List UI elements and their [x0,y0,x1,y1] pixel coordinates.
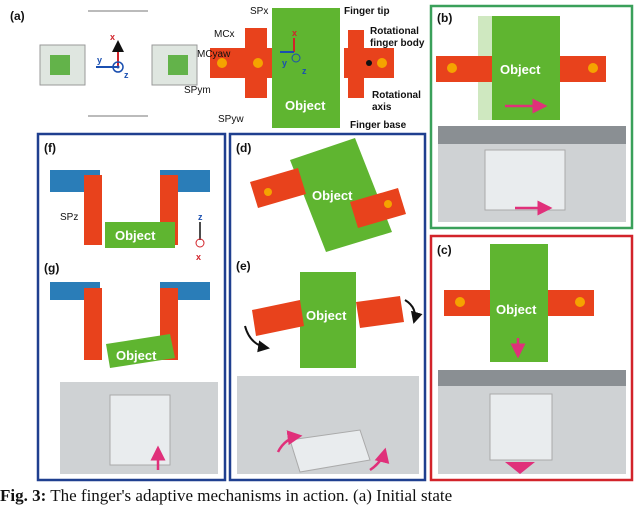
label-finger-tip: Finger tip [344,6,390,17]
finger-left-b [436,56,492,82]
panel-de: (d) Object (e) Object [228,132,427,482]
svg-text:z: z [124,70,129,80]
label-mcyaw: MCyaw [197,49,231,60]
object-block-e [300,272,356,368]
object-label-g: Object [116,348,157,363]
panel-b-label: (b) [437,11,452,25]
caption-prefix: Fig. 3: [0,486,47,505]
label-spym: SPym [184,85,211,96]
label-finger-base: Finger base [350,120,407,131]
label-rot-body-1: Rotational [370,26,419,37]
panel-a: (a) x y z Object x y z SPx MCx MCyaw SPy… [10,6,425,131]
finger-right-c [548,290,594,316]
panel-b: (b) Object [429,4,634,230]
svg-text:z: z [302,66,307,76]
panel-c-border [429,234,634,482]
svg-text:z: z [198,212,203,222]
label-spz: SPz [60,212,78,223]
label-spyw: SPyw [218,114,244,125]
label-rot-axis-2: axis [372,102,392,113]
svg-text:x: x [110,32,115,42]
object-block-b [492,16,560,120]
svg-text:y: y [282,58,287,68]
panel-e-label: (e) [236,259,251,273]
panel-d-label: (d) [236,141,251,155]
label-spx: SPx [250,6,268,17]
object-label-d: Object [312,188,353,203]
object-block-f [105,222,175,248]
object-label-b: Object [500,62,541,77]
object-label-c: Object [496,302,537,317]
figure-caption: Fig. 3: The finger's adaptive mechanisms… [0,486,640,509]
object-block-a [272,8,340,128]
svg-text:x: x [196,252,201,262]
finger-right-b [560,56,606,82]
panel-b-border [429,4,634,230]
panel-de-border [228,132,427,482]
z-axis-symbol [112,61,124,73]
object-label-a: Object [285,98,326,113]
label-rot-axis-1: Rotational [372,90,421,101]
label-mcx: MCx [214,29,235,40]
panel-g-label: (g) [44,261,59,275]
object-block-g [106,334,175,368]
panel-a-label: (a) [10,9,25,23]
svg-text:y: y [97,55,102,65]
panel-c-label: (c) [437,243,452,257]
panel-f-label: (f) [44,141,56,155]
caption-text: The finger's adaptive mechanisms in acti… [46,486,453,505]
panel-fg: (f) Object SPz x z (g) Object [36,132,227,482]
label-rot-body-2: finger body [370,38,425,49]
svg-text:x: x [292,28,297,38]
panel-c: (c) Object [429,234,634,482]
object-label-f: Object [115,228,156,243]
panel-fg-border [36,132,227,482]
object-label-e: Object [306,308,347,323]
finger-left-c [444,290,490,316]
